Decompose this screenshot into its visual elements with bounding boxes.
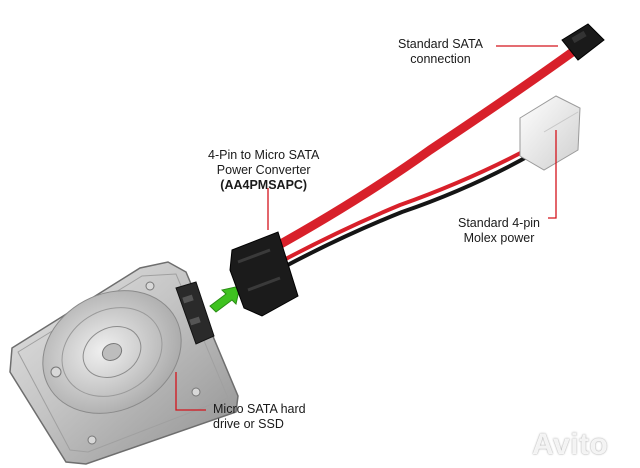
label-line: Standard 4-pin [458, 216, 541, 230]
label-line: connection [410, 52, 471, 66]
green-arrow-icon [209, 285, 241, 313]
label-line: Molex power [463, 231, 535, 245]
label-molex-power: Standard 4-pin Molex power [458, 216, 540, 246]
cable-assembly [265, 43, 583, 270]
avito-watermark: Avito [532, 428, 609, 461]
label-line: Micro SATA hard [213, 402, 306, 416]
label-line: 4-Pin to Micro SATA [208, 148, 320, 162]
micro-sata-power-connector [229, 231, 299, 317]
label-line: drive or SSD [213, 417, 284, 431]
pointer-molex [548, 130, 557, 219]
label-standard-sata: Standard SATA connection [398, 37, 483, 67]
molex-connector [519, 95, 581, 171]
micro-sata-hard-drive [9, 261, 239, 465]
label-line: Power Converter [216, 163, 311, 177]
label-power-converter: 4-Pin to Micro SATA Power Converter (AA4… [208, 148, 319, 193]
label-line: Standard SATA [398, 37, 483, 51]
pointer-hdd [175, 372, 206, 411]
standard-sata-connector [561, 23, 605, 61]
label-model-number: (AA4PMSAPC) [220, 178, 308, 192]
label-hard-drive: Micro SATA hard drive or SSD [213, 402, 306, 432]
pointer-lines [175, 45, 558, 411]
